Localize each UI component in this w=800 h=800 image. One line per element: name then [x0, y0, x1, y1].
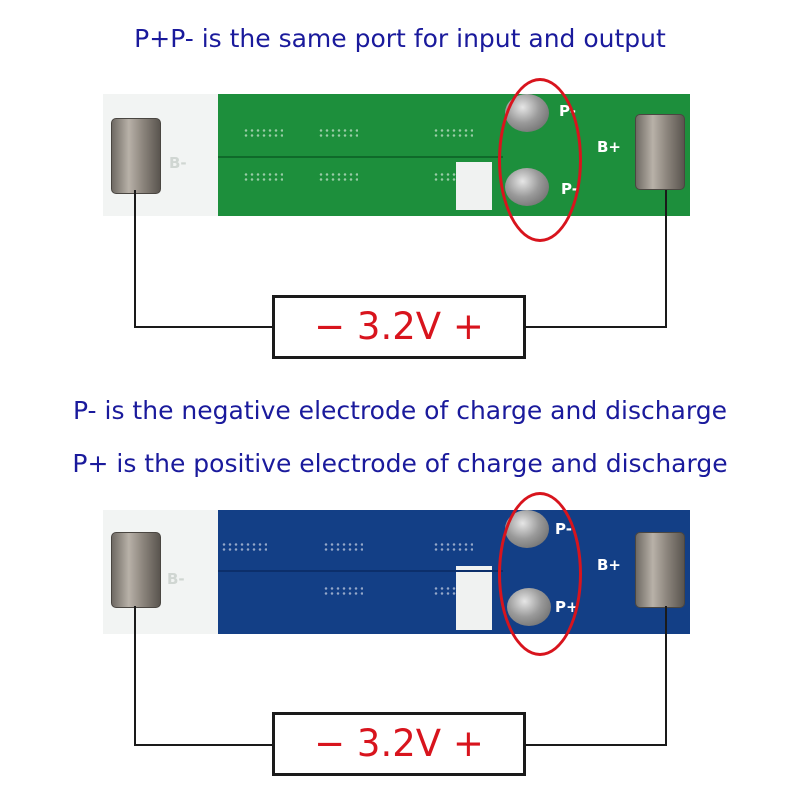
- battery-voltage-box: − 3.2V +: [272, 712, 526, 776]
- wire: [134, 326, 273, 328]
- blue-pcb-board: B- P- P+ B+: [103, 510, 690, 634]
- b-plus-label: B+: [597, 138, 622, 156]
- pcb-pattern: [243, 128, 283, 138]
- pcb-pattern: [433, 172, 457, 182]
- pcb-silkscreen-patch: [456, 566, 492, 630]
- wire: [525, 326, 667, 328]
- pcb-pattern: [433, 542, 473, 552]
- pcb-trace: [218, 570, 503, 572]
- wire: [134, 606, 136, 746]
- wire: [525, 744, 667, 746]
- wire: [665, 606, 667, 746]
- negative-electrode-caption: P- is the negative electrode of charge a…: [73, 396, 727, 425]
- pcb-pattern: [221, 542, 267, 552]
- battery-voltage-box: − 3.2V +: [272, 295, 526, 359]
- pcb-pattern: [318, 172, 358, 182]
- pcb-pattern: [433, 586, 457, 596]
- b-minus-label: B-: [169, 154, 187, 172]
- top-caption: P+P- is the same port for input and outp…: [134, 24, 666, 53]
- green-pcb-board: B- P- P- B+: [103, 94, 690, 216]
- b-minus-pad: [111, 118, 161, 194]
- wire: [665, 190, 667, 327]
- b-minus-label: B-: [167, 570, 185, 588]
- b-plus-pad: [635, 532, 685, 608]
- pcb-silkscreen-patch: [456, 162, 492, 210]
- b-plus-label: B+: [597, 556, 622, 574]
- output-port-highlight-circle: [498, 78, 582, 242]
- output-port-highlight-circle: [498, 492, 582, 656]
- pcb-pattern: [433, 128, 473, 138]
- positive-electrode-caption: P+ is the positive electrode of charge a…: [72, 449, 728, 478]
- pcb-pattern: [243, 172, 283, 182]
- pcb-pattern: [323, 586, 363, 596]
- pcb-trace: [218, 156, 503, 158]
- b-minus-pad: [111, 532, 161, 608]
- b-plus-pad: [635, 114, 685, 190]
- pcb-pattern: [318, 128, 358, 138]
- wire: [134, 190, 136, 327]
- wire: [134, 744, 273, 746]
- pcb-pattern: [323, 542, 363, 552]
